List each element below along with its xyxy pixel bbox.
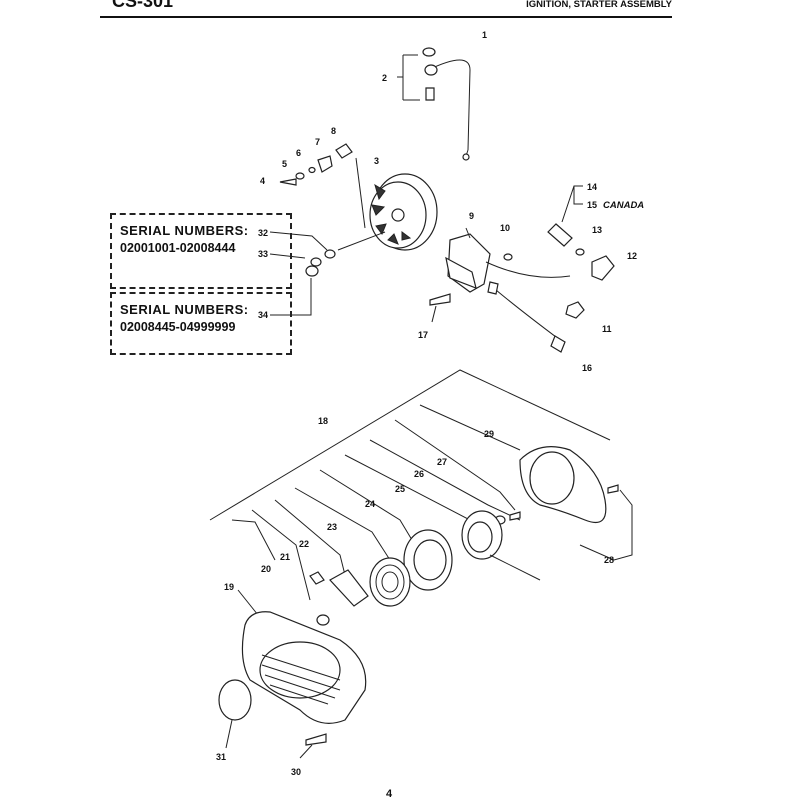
part-9-ignition-coil (445, 227, 571, 293)
callout-34: 34 (258, 310, 268, 320)
callout-28: 28 (604, 555, 614, 565)
section-title: IGNITION, STARTER ASSEMBLY (526, 0, 672, 10)
part-10-washer (503, 253, 513, 261)
part-11-grommet (565, 301, 585, 319)
part-24-spring (369, 557, 411, 607)
callout-4: 4 (260, 176, 265, 186)
part-2-terminal (397, 47, 438, 101)
serial-box-2-range: 02008445-04999999 (120, 320, 236, 334)
callout-9: 9 (469, 211, 474, 221)
callout-2: 2 (382, 73, 387, 83)
page-header: CS-301 IGNITION, STARTER ASSEMBLY (100, 0, 672, 18)
callout-24: 24 (365, 499, 375, 509)
callout-13: 13 (592, 225, 602, 235)
callout-5: 5 (282, 159, 287, 169)
callout-1: 1 (482, 30, 487, 40)
callout-22: 22 (299, 539, 309, 549)
callout-7: 7 (315, 137, 320, 147)
part-12-14-plug (547, 185, 615, 281)
leader-31 (225, 719, 233, 749)
part-30-screw (299, 733, 327, 759)
callout-10: 10 (500, 223, 510, 233)
serial-box-1: SERIAL NUMBERS: 02001001-02008444 (110, 213, 292, 289)
callout-6: 6 (296, 148, 301, 158)
callout-15: 15 (587, 200, 597, 210)
callout-8: 8 (331, 126, 336, 136)
callout-27: 27 (437, 457, 447, 467)
callout-17: 17 (418, 330, 428, 340)
part-25-spring-case (403, 529, 453, 591)
part-16-wire (487, 281, 566, 353)
callout-14: 14 (587, 182, 597, 192)
callout-23: 23 (327, 522, 337, 532)
part-20-23-handle (309, 569, 369, 626)
part-28-screws (509, 484, 633, 561)
page-number: 4 (386, 788, 393, 800)
serial-box-2-heading: SERIAL NUMBERS: (120, 302, 249, 317)
callout-20: 20 (261, 564, 271, 574)
serial-box-2: SERIAL NUMBERS: 02008445-04999999 (110, 292, 292, 355)
callout-16: 16 (582, 363, 592, 373)
part-29-plate (519, 446, 607, 524)
part-3-flywheel (369, 173, 438, 251)
callout-25: 25 (395, 484, 405, 494)
callout-30: 30 (291, 767, 301, 777)
part-19-cover (241, 611, 367, 724)
callout-31: 31 (216, 752, 226, 762)
part-17-screw (429, 293, 451, 323)
serial-box-1-range: 02001001-02008444 (120, 241, 236, 255)
serial-box-1-heading: SERIAL NUMBERS: (120, 223, 249, 238)
callout-3: 3 (374, 156, 379, 166)
parts-4-8 (279, 143, 366, 229)
callout-26: 26 (414, 469, 424, 479)
model-number: CS-301 (112, 0, 174, 11)
part-31-disc (218, 679, 252, 721)
callout-12: 12 (627, 251, 637, 261)
starter-leader-lines (209, 369, 611, 616)
callout-18: 18 (318, 416, 328, 426)
callout-32: 32 (258, 228, 268, 238)
part-1-wire (427, 59, 471, 161)
parts-32-34 (269, 231, 386, 316)
callout-21: 21 (280, 552, 290, 562)
callout-11: 11 (602, 324, 612, 334)
callout-29: 29 (484, 429, 494, 439)
canada-note: CANADA (603, 200, 644, 211)
callout-33: 33 (258, 249, 268, 259)
part-26-pulley (461, 510, 541, 581)
callout-19: 19 (224, 582, 234, 592)
